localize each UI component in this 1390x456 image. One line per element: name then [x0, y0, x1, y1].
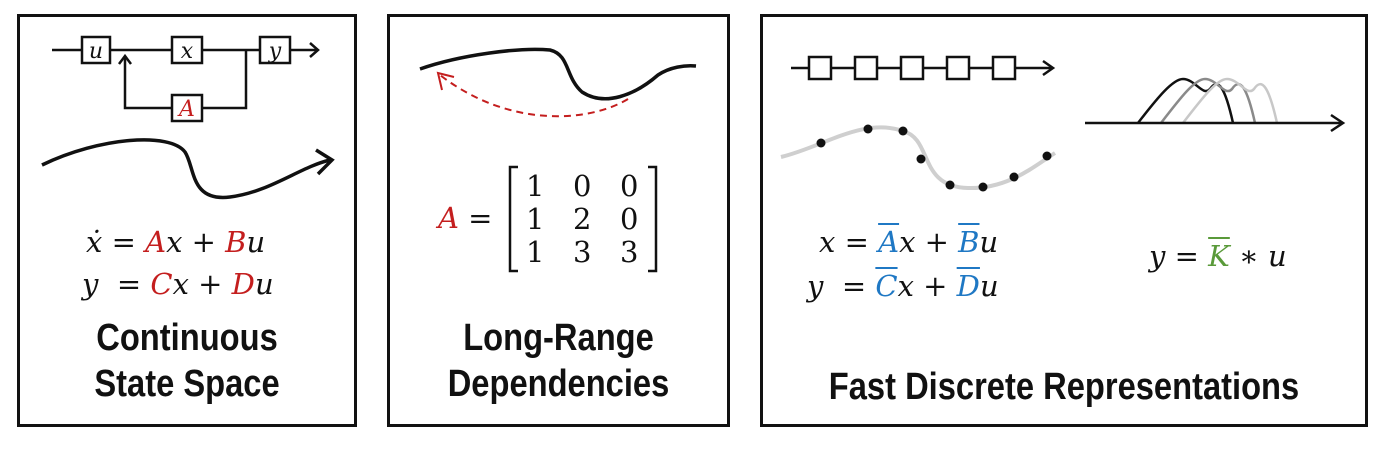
state-space-block-diagram: u x y A	[41, 35, 335, 200]
block-x-label: x	[181, 39, 194, 64]
matrix-cell: 0	[620, 169, 639, 203]
dependency-arrowhead-icon	[436, 71, 455, 91]
sample-points	[816, 124, 1052, 192]
matrix-cell: 1	[526, 202, 545, 236]
discrete-output-equation: y = Cx + Du	[807, 269, 999, 303]
convolution-equation: y = K ∗ u	[1149, 239, 1287, 273]
panel-title-line2: Dependencies	[447, 363, 670, 405]
state-equation: ẋ = Ax + Bu	[86, 225, 266, 259]
matrix-cell: 3	[620, 235, 639, 269]
matrix-cell: 2	[573, 202, 592, 236]
discrete-representation-diagrams	[780, 55, 1346, 192]
discrete-state-equation: x = Ax + Bu	[819, 225, 999, 259]
matrix-cell: 3	[573, 235, 592, 269]
matrix-label: A =	[438, 201, 493, 235]
block-a-label: A	[177, 97, 195, 122]
matrix-cell: 1	[526, 169, 545, 203]
panel-long-range-dependencies: A = 1 0 0 1 2 0 1 3 3 Long-Range Depende…	[387, 14, 730, 427]
continuous-signal-curve	[41, 138, 331, 200]
block-y-label: y	[268, 39, 282, 64]
output-equation: y = Cx + Du	[82, 267, 274, 301]
panel-title-line1: Continuous	[96, 317, 278, 359]
matrix-cell: 0	[620, 202, 639, 236]
curve-arrowhead-icon	[315, 148, 335, 176]
matrix-entries: 1 0 0 1 2 0 1 3 3	[518, 167, 648, 271]
matrix-left-bracket	[508, 165, 518, 273]
matrix-cell: 1	[526, 235, 545, 269]
dependency-arrow	[439, 74, 629, 118]
block-u-label: u	[89, 39, 103, 64]
matrix-right-bracket	[648, 165, 658, 273]
panel-title: Fast Discrete Representations	[828, 366, 1300, 408]
signal-curve	[419, 47, 697, 101]
panel-fast-discrete-representations: x = Ax + Bu y = Cx + Du y = K ∗ u Fast D…	[760, 14, 1368, 427]
long-range-dependency-diagram	[419, 47, 697, 273]
panel-title-line1: Long-Range	[463, 317, 654, 359]
panel-continuous-state-space: u x y A ẋ = Ax + Bu y = Cx + Du Continuo…	[17, 14, 357, 427]
matrix-cell: 0	[573, 169, 592, 203]
convolution-kernel-plot	[1085, 77, 1346, 133]
discrete-recurrence-chain	[791, 55, 1056, 81]
panel-title-line2: State Space	[94, 363, 280, 405]
